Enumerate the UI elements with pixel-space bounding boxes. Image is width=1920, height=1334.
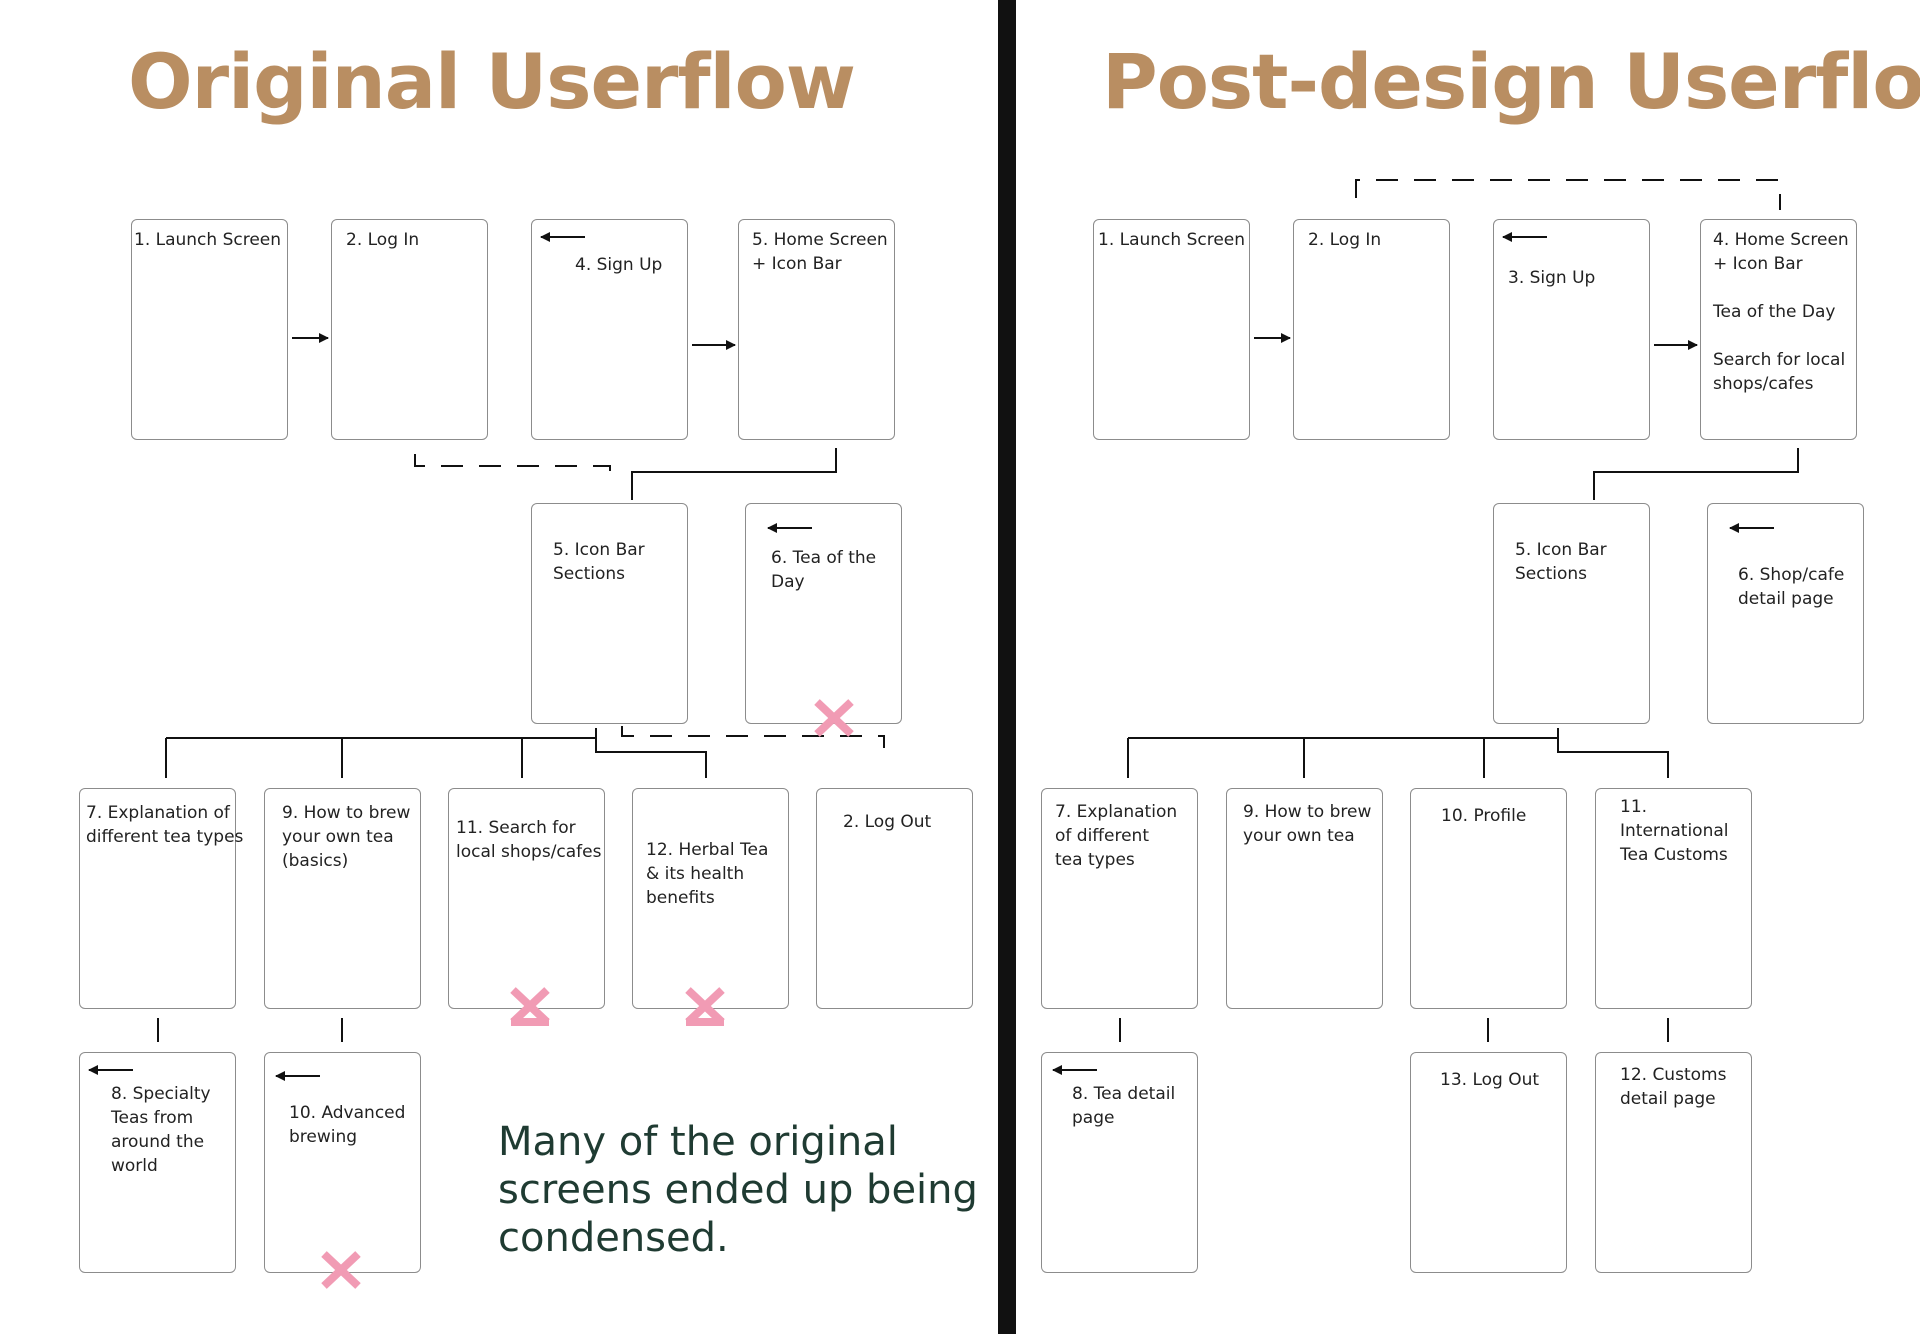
line-home-to-iconbar [631,448,837,500]
left-screen-herbal-label: 12. Herbal Tea & its health benefits [646,840,769,908]
dashed-login-to-iconbar [414,454,611,484]
right-screen-shop-detail: 6. Shop/cafe detail page [1707,503,1864,724]
right-screen-profile-label: 10. Profile [1441,806,1527,826]
left-screen-logout-label: 2. Log Out [843,812,932,832]
right-screen-customs-detail-label: 12. Customs detail page [1620,1065,1727,1109]
right-screen-login-label: 2. Log In [1308,230,1382,250]
right-screen-explanation: 7. Explanation of different tea types [1041,788,1198,1009]
drop-herbal [595,738,707,778]
panel-divider [998,0,1016,1334]
left-screen-tea-of-day-label: 6. Tea of the Day [771,548,877,592]
right-screen-intl-customs: 11. International Tea Customs [1595,788,1752,1009]
left-screen-herbal: 12. Herbal Tea & its health benefits [632,788,789,1009]
left-screen-specialty: 8. Specialty Teas from around the world [79,1052,236,1273]
left-screen-logout: 2. Log Out [816,788,973,1009]
post-design-userflow-title: Post-design Userflow [1102,37,1920,126]
left-screen-advanced: 10. Advanced brewing [264,1052,421,1273]
left-screen-iconbar-label: 5. Icon Bar Sections [553,540,645,584]
left-screen-search-shops-label: 11. Search for local shops/cafes [456,818,602,862]
right-screen-launch-label: 1. Launch Screen [1098,230,1246,250]
right-screen-shop-detail-label: 6. Shop/cafe detail page [1738,565,1845,609]
right-screen-tea-detail-label: 8. Tea detail page [1072,1084,1176,1128]
left-screen-signup-label: 4. Sign Up [575,255,663,275]
right-screen-login: 2. Log In [1293,219,1450,440]
left-screen-brew-basics-label: 9. How to brew your own tea (basics) [282,803,411,871]
cross-tea-of-day [814,699,854,737]
left-screen-explanation-label: 7. Explanation of different tea types [86,803,244,847]
right-screen-profile: 10. Profile [1410,788,1567,1009]
right-screen-customs-detail: 12. Customs detail page [1595,1052,1752,1273]
right-screen-iconbar-label: 5. Icon Bar Sections [1515,540,1607,584]
cross-herbal [685,987,725,1026]
right-screen-iconbar: 5. Icon Bar Sections [1493,503,1650,724]
flow-arrows [88,232,1774,1081]
dashed-iconbar-to-logout [621,726,885,748]
right-screen-intl-customs-label: 11. International Tea Customs [1620,797,1729,865]
left-screen-signup: 4. Sign Up [531,219,688,440]
left-screen-iconbar: 5. Icon Bar Sections [531,503,688,724]
right-screen-logout: 13. Log Out [1410,1052,1567,1273]
left-screen-login-label: 2. Log In [346,230,420,250]
left-screen-home-label: 5. Home Screen + Icon Bar [752,230,888,274]
dashed-login-to-home-right [1355,179,1781,210]
right-screen-home-label: 4. Home Screen + Icon Bar Tea of the Day… [1713,230,1849,394]
cross-search-shops [510,987,550,1026]
right-screen-brew-label: 9. How to brew your own tea [1243,802,1372,846]
right-screen-explanation-label: 7. Explanation of different tea types [1055,802,1178,870]
drop-intl-customs-right [1557,738,1669,778]
left-screen-brew-basics: 9. How to brew your own tea (basics) [264,788,421,1009]
flow-solid-lines [157,448,1799,1042]
right-screen-tea-detail: 8. Tea detail page [1041,1052,1198,1273]
right-screen-brew: 9. How to brew your own tea [1226,788,1383,1009]
cross-advanced [321,1251,361,1289]
left-screen-tea-of-day: 6. Tea of the Day [745,503,902,724]
line-home-to-iconbar-right [1593,448,1799,500]
right-screen-signup: 3. Sign Up [1493,219,1650,440]
right-screen-signup-label: 3. Sign Up [1508,268,1596,288]
right-screen-logout-label: 13. Log Out [1440,1070,1540,1090]
left-screen-home: 5. Home Screen + Icon Bar [738,219,895,440]
original-userflow-title: Original Userflow [128,37,856,126]
left-screen-specialty-label: 8. Specialty Teas from around the world [111,1084,211,1176]
condensed-note: Many of the original screens ended up be… [498,1119,978,1261]
removed-screen-crosses [321,699,854,1289]
right-screen-home: 4. Home Screen + Icon Bar Tea of the Day… [1700,219,1857,440]
left-screen-explanation: 7. Explanation of different tea types [79,788,243,1009]
right-screen-launch: 1. Launch Screen [1093,219,1250,440]
left-screen-launch: 1. Launch Screen [131,219,288,440]
flow-dashed-lines [414,179,1781,748]
left-screen-advanced-label: 10. Advanced brewing [289,1103,406,1147]
left-screen-login: 2. Log In [331,219,488,440]
left-screen-launch-label: 1. Launch Screen [134,230,282,250]
